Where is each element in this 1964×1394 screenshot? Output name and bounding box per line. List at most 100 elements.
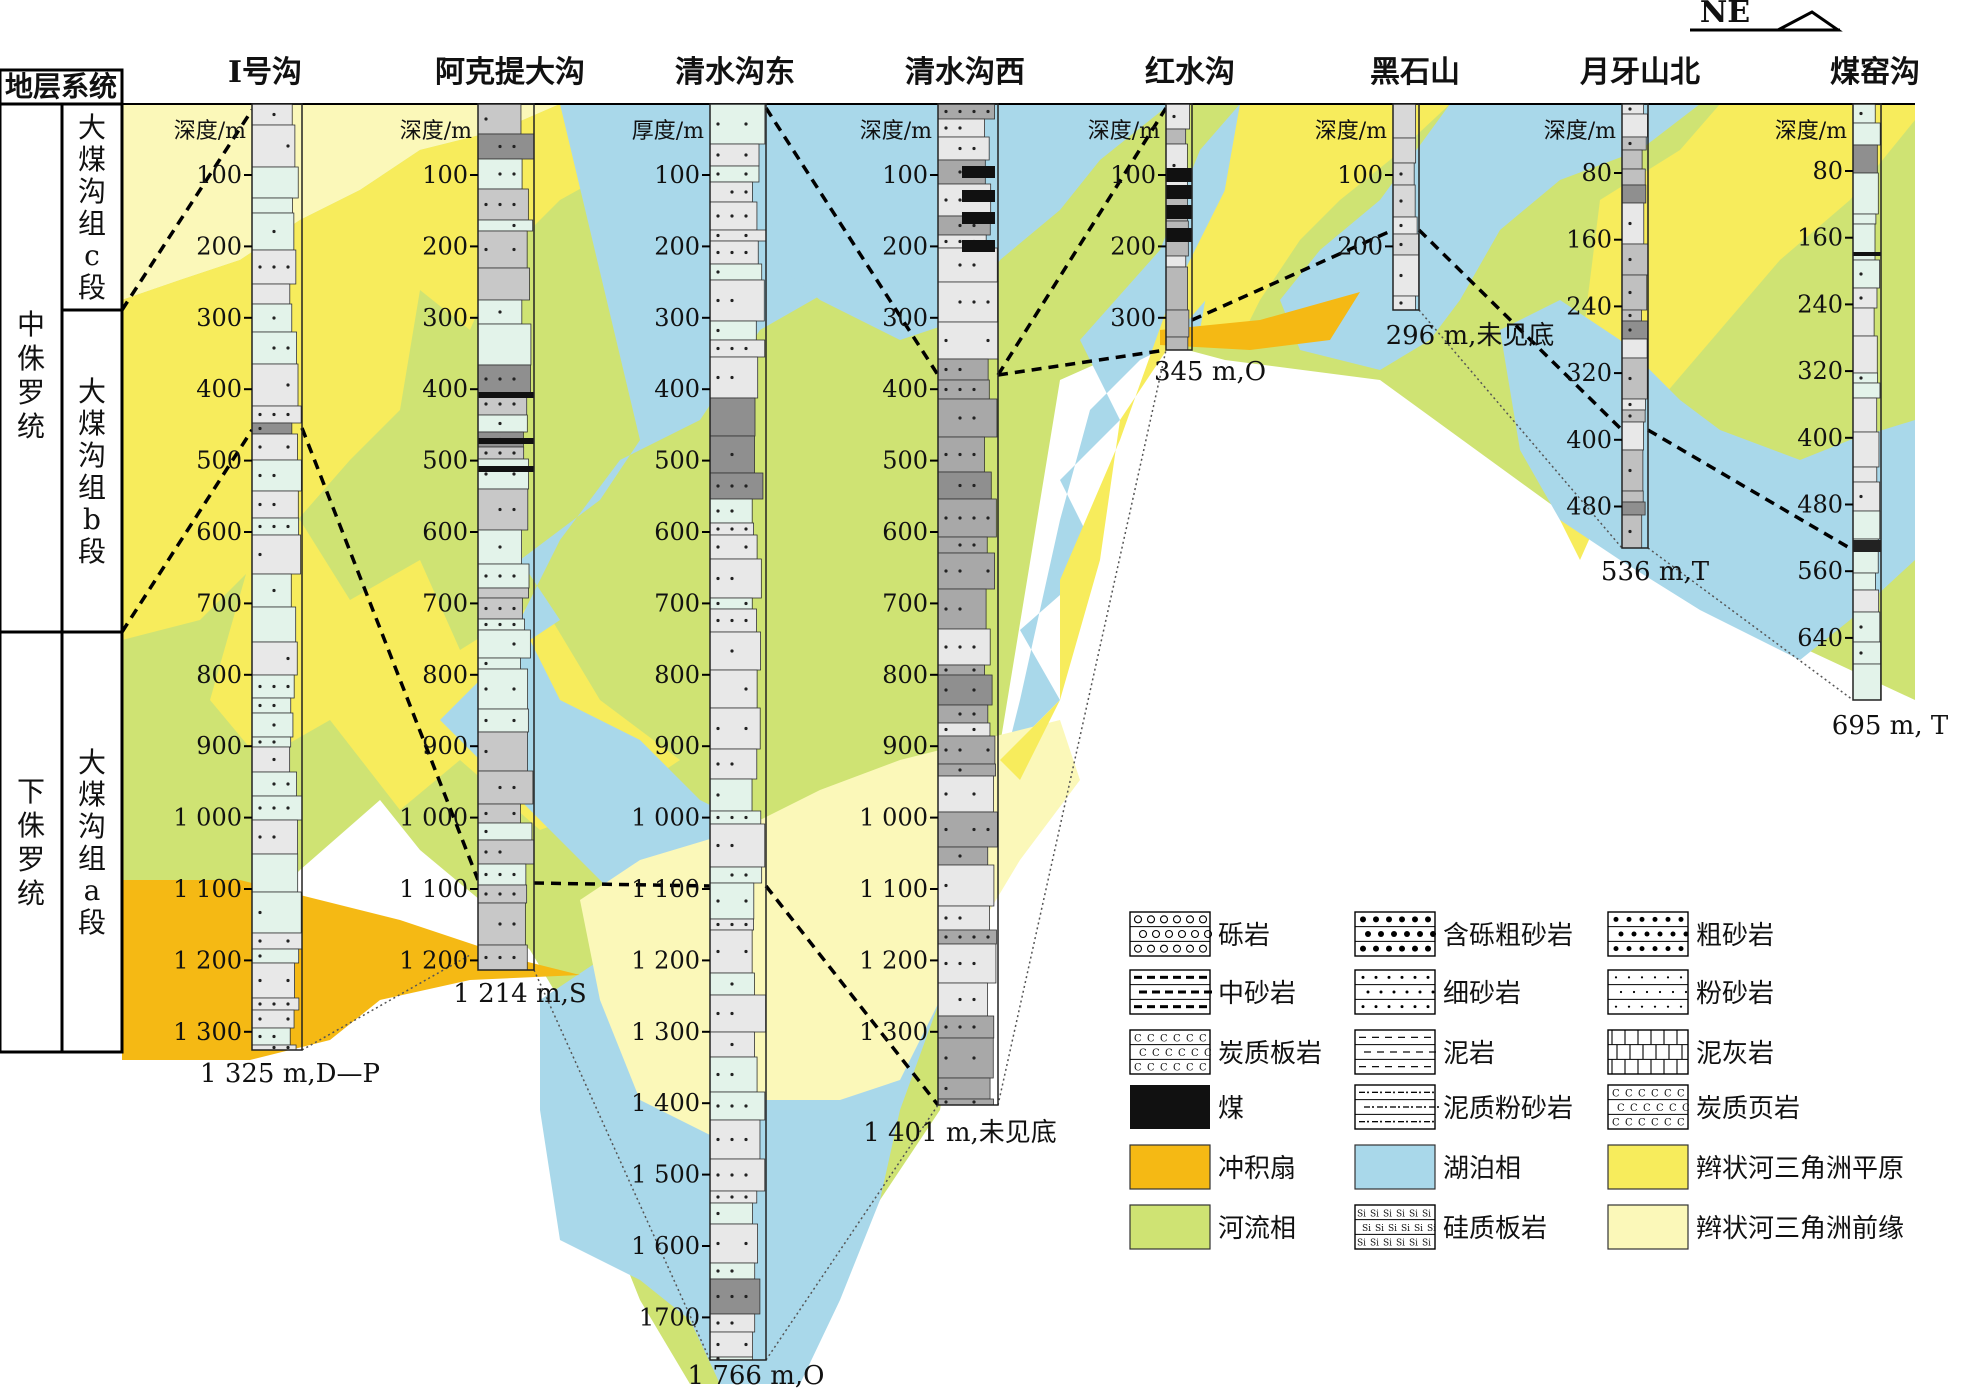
grain xyxy=(744,618,748,623)
grain xyxy=(730,375,734,380)
svg-text:C: C xyxy=(1186,1063,1194,1074)
grain xyxy=(986,748,990,752)
grain xyxy=(944,668,948,672)
grain xyxy=(944,916,948,920)
tick-label: 480 xyxy=(1797,491,1843,519)
grain xyxy=(958,300,962,304)
grain xyxy=(972,109,976,114)
layer xyxy=(251,303,293,333)
legend-label: 河流相 xyxy=(1218,1214,1296,1244)
tick-label: 1 100 xyxy=(399,875,468,903)
layer xyxy=(1852,144,1878,174)
grain xyxy=(258,445,262,449)
layer xyxy=(1621,202,1645,245)
grain xyxy=(286,144,290,148)
grain xyxy=(1628,468,1632,473)
layer xyxy=(1621,103,1645,115)
grain xyxy=(958,854,962,858)
grain xyxy=(498,785,502,790)
grain xyxy=(730,762,734,766)
correlation-line xyxy=(1417,228,1624,432)
grain xyxy=(498,955,502,960)
grain xyxy=(286,445,290,449)
svg-text:Si: Si xyxy=(1370,1209,1379,1219)
grain xyxy=(272,502,276,507)
layer xyxy=(1852,259,1880,289)
svg-text:C: C xyxy=(1630,1103,1638,1114)
tick-label: 500 xyxy=(882,447,928,475)
layer xyxy=(1852,481,1881,512)
grain xyxy=(1172,114,1176,119)
layer xyxy=(1392,137,1417,164)
layer xyxy=(1852,287,1878,309)
grain xyxy=(730,346,734,351)
grain xyxy=(958,961,962,966)
grain xyxy=(944,452,948,457)
layer xyxy=(1621,243,1649,276)
correlation-lines xyxy=(120,107,1854,1361)
layer xyxy=(251,641,298,676)
tick-label: 200 xyxy=(882,232,928,260)
tick-label: 1 000 xyxy=(173,804,242,832)
grain xyxy=(716,1137,720,1142)
grain xyxy=(272,782,276,786)
grain xyxy=(498,892,502,896)
grain xyxy=(972,792,976,796)
layer xyxy=(477,414,528,433)
tick-label: 1 400 xyxy=(631,1089,700,1117)
grain xyxy=(730,1294,734,1299)
svg-text:Si: Si xyxy=(1388,1224,1397,1234)
layer xyxy=(1852,335,1878,374)
tick-label: 1 600 xyxy=(631,1232,700,1260)
tick-label: 900 xyxy=(654,732,700,760)
grain xyxy=(258,806,262,810)
grain xyxy=(484,574,488,578)
grain xyxy=(744,922,748,927)
svg-text:C: C xyxy=(1664,1088,1672,1099)
legend-swatch xyxy=(1607,969,1689,1015)
grain xyxy=(716,1294,720,1299)
tick-label: 400 xyxy=(196,375,242,403)
tick-label: 1700 xyxy=(639,1303,700,1331)
grain xyxy=(744,1104,748,1108)
layer xyxy=(1852,307,1875,337)
coal-seam xyxy=(1166,168,1192,182)
tick-label: 1 100 xyxy=(631,875,700,903)
tick-label: 100 xyxy=(196,161,242,189)
grain xyxy=(972,263,976,267)
grain xyxy=(258,939,262,943)
tick-label: 200 xyxy=(196,232,242,260)
grain xyxy=(730,1011,734,1016)
column-outline xyxy=(1852,103,1882,701)
grain xyxy=(986,935,990,939)
grain xyxy=(498,574,502,578)
tick-label: 600 xyxy=(196,518,242,546)
grain xyxy=(272,588,276,593)
tick-label: 400 xyxy=(1566,426,1612,454)
svg-text:C: C xyxy=(1677,1118,1685,1129)
tick-label: 240 xyxy=(1566,292,1612,320)
grain xyxy=(958,768,962,772)
svg-text:C: C xyxy=(1617,1103,1625,1114)
correlation-line xyxy=(764,884,940,1107)
grain xyxy=(944,827,948,832)
layer xyxy=(251,712,294,738)
svg-text:Si: Si xyxy=(1396,1209,1405,1219)
grain xyxy=(730,214,734,218)
grain xyxy=(716,762,720,766)
legend-label: 辫状河三角洲平原 xyxy=(1696,1154,1904,1184)
legend-label: 粗砂岩 xyxy=(1696,921,1774,951)
tick-label: 200 xyxy=(422,232,468,260)
svg-text:C: C xyxy=(1134,1063,1142,1074)
grain xyxy=(730,843,734,848)
grain xyxy=(944,883,948,888)
svg-text:Si: Si xyxy=(1370,1239,1379,1249)
grain xyxy=(744,214,748,218)
grain xyxy=(484,872,488,877)
layer xyxy=(1852,589,1880,613)
grain xyxy=(716,1269,720,1273)
grain xyxy=(944,645,948,649)
grain xyxy=(716,899,720,903)
